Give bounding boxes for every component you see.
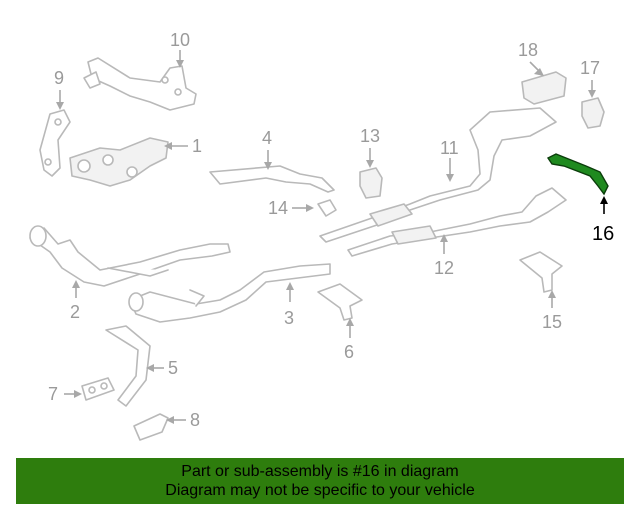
part-17-insulator[interactable] (581, 97, 605, 129)
svg-text:2: 2 (70, 302, 80, 322)
part-9-bracket[interactable] (39, 109, 71, 177)
svg-text:15: 15 (542, 312, 562, 332)
svg-text:4: 4 (262, 128, 272, 148)
callout-1: 1 (164, 136, 202, 156)
exhaust-parts-diagram: 1 2 3 4 5 6 7 8 9 10 (29, 30, 614, 441)
part-10-bracket[interactable] (83, 57, 197, 111)
svg-text:3: 3 (284, 308, 294, 328)
svg-text:10: 10 (170, 30, 190, 50)
callout-2: 2 (70, 280, 80, 322)
part-18-insulator[interactable] (521, 71, 567, 105)
svg-text:8: 8 (190, 410, 200, 430)
callout-15: 15 (542, 290, 562, 332)
callout-7: 7 (48, 384, 82, 404)
svg-text:17: 17 (580, 58, 600, 78)
part-2-exhaust-pipe[interactable] (29, 225, 231, 287)
callout-18: 18 (518, 40, 544, 76)
callout-11: 11 (440, 138, 459, 182)
banner-line-1: Part or sub-assembly is #16 in diagram (181, 463, 459, 480)
banner-line-2: Diagram may not be specific to your vehi… (165, 482, 475, 499)
part-7-gasket[interactable] (81, 377, 115, 401)
svg-text:18: 18 (518, 40, 538, 60)
svg-text:5: 5 (168, 358, 178, 378)
svg-text:16: 16 (592, 223, 614, 245)
svg-text:7: 7 (48, 384, 58, 404)
svg-text:14: 14 (268, 198, 288, 218)
svg-text:12: 12 (434, 258, 454, 278)
part-12-lower-muffler[interactable] (347, 187, 567, 257)
svg-text:1: 1 (192, 136, 202, 156)
callout-3: 3 (284, 282, 294, 328)
svg-text:6: 6 (344, 342, 354, 362)
callout-13: 13 (360, 126, 380, 168)
callout-6: 6 (344, 318, 354, 362)
callout-17: 17 (580, 58, 600, 98)
part-13-hanger[interactable] (359, 167, 383, 199)
svg-text:13: 13 (360, 126, 380, 146)
part-8-shield[interactable] (133, 413, 169, 441)
part-3-intermediate-pipe[interactable] (128, 263, 331, 323)
info-banner: Part or sub-assembly is #16 in diagram D… (16, 458, 624, 504)
part-1-converter[interactable] (69, 137, 169, 187)
callout-4: 4 (262, 128, 272, 170)
part-14-clamp[interactable] (317, 199, 337, 217)
callout-10: 10 (170, 30, 190, 68)
part-6-bracket[interactable] (317, 283, 363, 321)
part-15-hanger[interactable] (519, 251, 563, 293)
callout-16: 16 (592, 196, 614, 245)
part-11-upper-muffler[interactable] (319, 107, 557, 243)
callout-12: 12 (434, 234, 454, 278)
svg-text:11: 11 (440, 138, 459, 158)
callout-5: 5 (146, 358, 178, 378)
callout-8: 8 (166, 410, 200, 430)
callout-14: 14 (268, 198, 314, 218)
svg-text:9: 9 (54, 68, 64, 88)
callout-9: 9 (54, 68, 64, 110)
part-4-heat-shield[interactable] (209, 165, 335, 193)
part-16-strap[interactable] (546, 153, 609, 196)
part-5-bracket[interactable] (105, 325, 151, 407)
